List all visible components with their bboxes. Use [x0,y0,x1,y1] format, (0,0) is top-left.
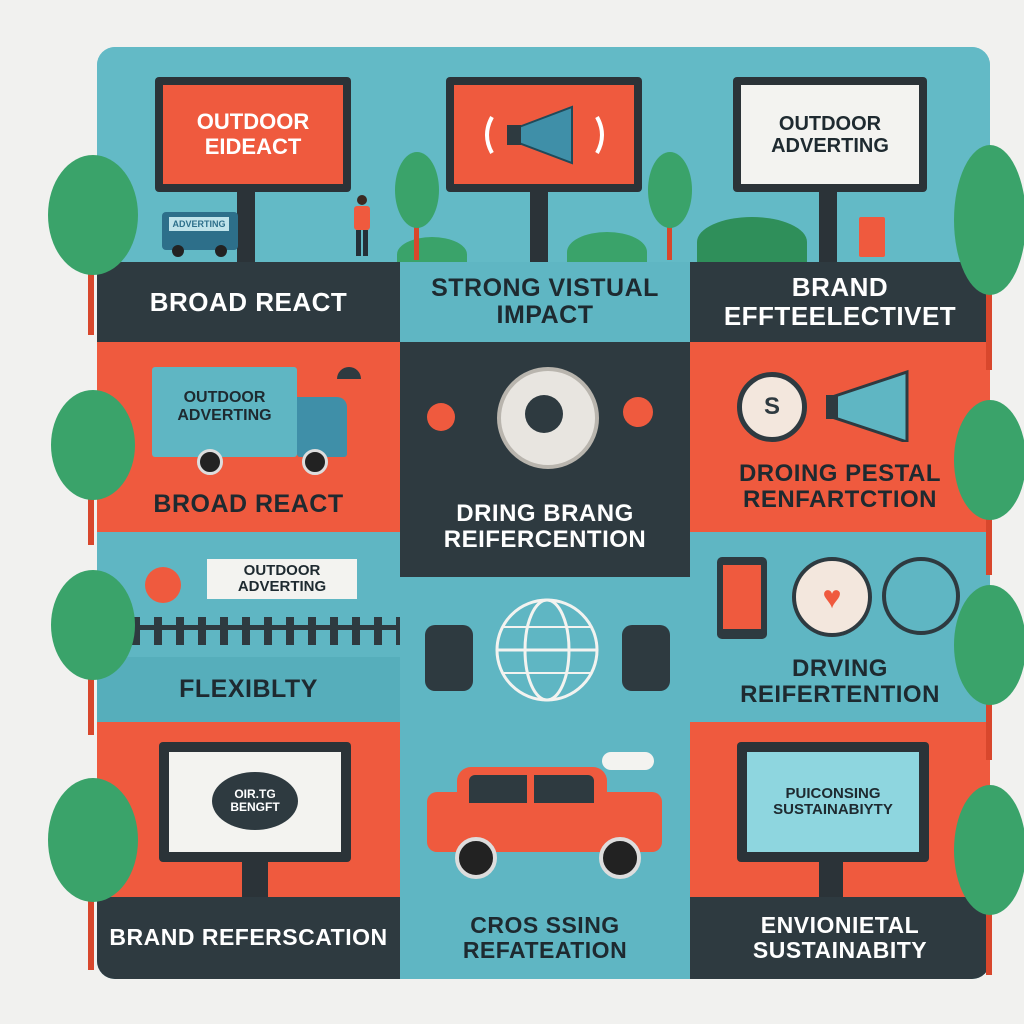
phone-screen [723,565,761,629]
van-wheel [172,245,184,257]
red-dot-icon [427,403,455,431]
brand-circle-inner [525,395,563,433]
red-dot-icon [145,567,181,603]
caption-brand-efftelective: BRAND EFFTEELECTIVET [690,262,990,342]
tree-icon [51,570,135,735]
billboard-outdoor-adverting: OUTDOOR ADVERTING [741,85,919,184]
tree-icon [954,785,1024,975]
cloud [602,752,654,770]
billboard-badge: OIR.TG BENGFT [212,772,298,830]
truck-sign: OUTDOOR ADVERTING [177,389,272,424]
caption-envionietal: ENVIONIETAL SUSTAINABITY [690,897,990,979]
caption-droing-pestal: DROING PESTAL RENFARTCTION [690,442,990,532]
billboard-post [530,187,548,262]
tree-icon [51,390,135,545]
caption-broad-react: BROAD REACT [97,262,400,342]
red-dot-icon [623,397,653,427]
tree-icon [954,585,1024,760]
trash-bin [859,217,885,257]
billboard-sustainability: PUICONSING SUSTAINABIYTY [747,752,919,852]
caption-cros-ssing: CROS SSING REFATEATION [400,897,690,979]
fence-sign: OUTDOOR ADVERTING [207,559,357,599]
van-sign: ADVERTING [169,217,229,231]
caption-drving-reifertention: DRVING REIFERTENTION [690,642,990,722]
car-wheel [455,837,497,879]
brand-s-icon: S [737,372,807,442]
target-icon [882,557,960,635]
billboard-outdoor-eideact: OUTDOOR EIDEACT [163,85,343,184]
bush [697,217,807,267]
van-wheel [215,245,227,257]
person-figure [353,195,371,257]
caption-broad-react-2: BROAD REACT [97,477,400,532]
tree-icon [48,778,138,970]
lamp [337,367,361,379]
truck-wheel [302,449,328,475]
tree-icon [648,152,692,260]
megaphone-icon [485,105,604,165]
backpack-icon [622,625,670,691]
car-window [469,775,527,803]
billboard-post [237,187,255,267]
infographic-board: OUTDOOR EIDEACT ADVERTING OUTDOOR ADVERT… [97,47,990,979]
globe-icon [495,598,599,702]
fence-rail [132,625,400,630]
truck-cab [297,397,347,457]
caption-brand-referscation: BRAND REFERSCATION [97,897,400,979]
car-window [534,775,594,803]
heart-icon: ♥ [792,557,872,637]
backpack-icon [425,625,473,691]
megaphone-icon [826,369,909,445]
truck-cargo [152,367,297,457]
tree-icon [48,155,138,335]
caption-flexiblty: FLEXIBLTY [97,657,400,722]
truck-wheel [197,449,223,475]
car-wheel [599,837,641,879]
tree-icon [954,400,1024,575]
tree-icon [395,152,439,260]
billboard-post [819,187,837,262]
fence [132,617,400,645]
caption-strong-vistual-impact: STRONG VISTUAL IMPACT [400,262,690,342]
tree-icon [954,145,1024,370]
caption-dring-brang: DRING BRANG REIFERCENTION [443,499,647,553]
